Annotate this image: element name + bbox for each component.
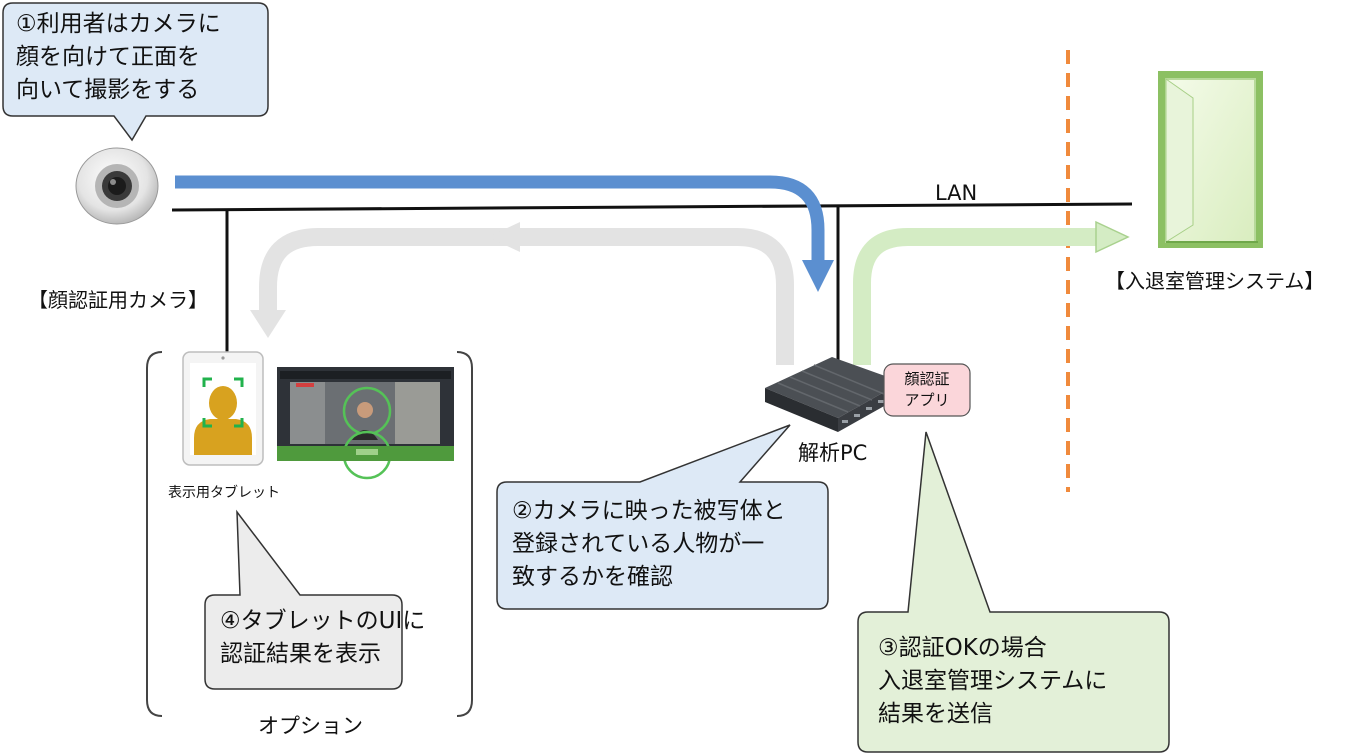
return-arrow-head-left	[488, 222, 520, 252]
person-icon	[194, 377, 252, 455]
option-label: オプション	[258, 714, 363, 738]
monitor-screen-icon	[277, 367, 454, 480]
callout-step4-text: ④タブレットのUIに 認証結果を表示	[220, 608, 426, 667]
access-system-label: 【入退室管理システム】	[1105, 269, 1325, 293]
result-arrow	[853, 228, 1098, 365]
return-arrow	[259, 228, 794, 365]
option-group-bracket	[146, 351, 473, 717]
video-stream-arrow-head	[802, 260, 834, 292]
callout-step1-text: ①利用者はカメラに 顔を向けて正面を 向いて撮影をする	[16, 11, 221, 103]
pc-icon	[765, 357, 902, 432]
callout-step2-text: ②カメラに映った被写体と 登録されている人物が一 致するかを確認	[512, 498, 786, 590]
lan-network	[171, 202, 1133, 365]
callout-step1-bubble	[2, 2, 269, 142]
analysis-pc-label: 解析PC	[798, 441, 868, 465]
tablet-label: 表示用タブレット	[168, 485, 280, 501]
lan-label: LAN	[935, 181, 978, 205]
callout-step3-text: ③認証OKの場合 入退室管理システムに 結果を送信	[878, 635, 1108, 727]
camera-label: 【顔認証用カメラ】	[28, 288, 208, 312]
camera-icon	[75, 147, 159, 225]
return-arrow-head-down	[250, 310, 286, 338]
face-app-badge	[883, 363, 971, 417]
door-icon	[1158, 71, 1263, 248]
video-stream-arrow	[175, 175, 825, 262]
result-arrow-head	[1095, 220, 1130, 254]
callout-step3-bubble	[857, 431, 1170, 753]
callout-step2-bubble	[496, 424, 829, 610]
callout-step4-bubble	[204, 509, 403, 690]
face-app-label: 顔認証 アプリ	[904, 370, 950, 409]
